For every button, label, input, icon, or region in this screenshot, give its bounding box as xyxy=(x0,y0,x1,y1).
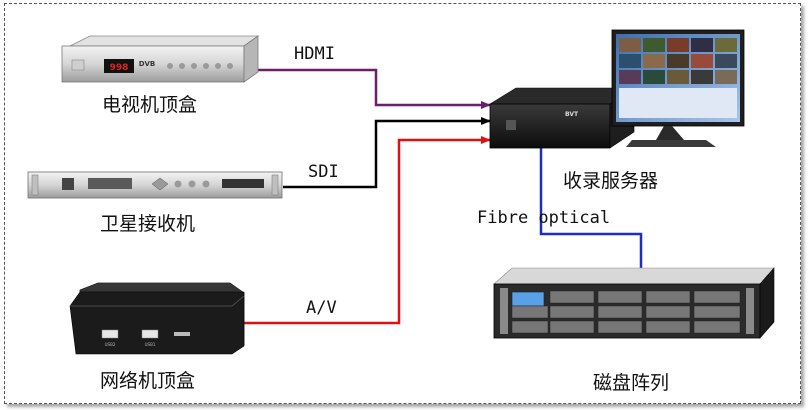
satellite-receiver-image xyxy=(27,171,283,199)
monitor-image xyxy=(611,29,745,147)
server-brand-label: BVT xyxy=(565,111,579,118)
av-wire xyxy=(244,136,491,325)
hdmi-wire xyxy=(258,68,491,109)
sdi-wire xyxy=(283,117,491,189)
av-label: A/V xyxy=(306,298,337,318)
fibre-wire xyxy=(539,142,643,270)
tv-set-top-box-label: 电视机顶盒 xyxy=(102,94,198,116)
network-set-top-box-image: USB2 USB1 xyxy=(69,282,245,355)
tv-set-top-box-image: 998 DVB xyxy=(61,35,260,83)
tv-stb-dvb-badge: DVB xyxy=(139,60,156,68)
fibre-optical-label: Fibre optical xyxy=(477,208,611,228)
usb2-port-label: USB2 xyxy=(105,342,116,347)
recording-server-label: 收录服务器 xyxy=(563,170,659,192)
tv-stb-display-digits: 998 xyxy=(110,63,129,73)
hdmi-label: HDMI xyxy=(294,44,335,64)
disk-array-label: 磁盘阵列 xyxy=(593,372,670,394)
usb1-port-label: USB1 xyxy=(145,342,156,347)
satellite-receiver-label: 卫星接收机 xyxy=(100,213,196,235)
disk-array-image xyxy=(493,267,775,339)
network-set-top-box-label: 网络机顶盒 xyxy=(100,370,196,392)
sdi-label: SDI xyxy=(308,162,339,182)
